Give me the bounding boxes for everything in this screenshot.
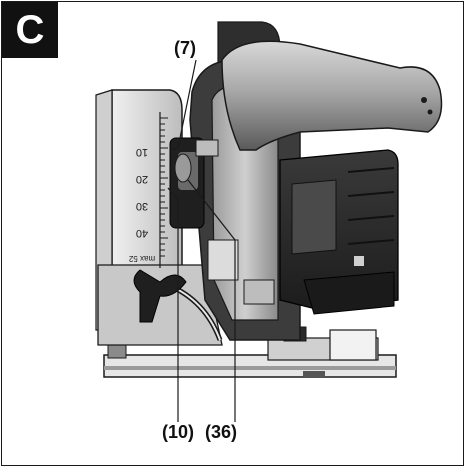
scale-tick-30: 30 <box>136 200 148 212</box>
base-plate <box>103 326 397 378</box>
callout-7: (7) <box>174 38 196 58</box>
scale-tick-10: 10 <box>136 146 148 158</box>
callout-10: (10) <box>162 422 195 442</box>
callout-36: (36) <box>205 422 238 442</box>
rear-handle <box>221 40 443 151</box>
figure-badge: C <box>2 2 58 58</box>
blade-guard <box>95 89 223 346</box>
callout-leaders <box>167 59 236 422</box>
scale-max-label: max 52 <box>128 254 155 263</box>
scale-tick-40: 40 <box>136 227 148 239</box>
scale-tick-20: 20 <box>136 173 148 185</box>
battery-pack <box>279 149 399 315</box>
bevel-scale: 10 20 30 40 max 52 <box>128 112 168 268</box>
